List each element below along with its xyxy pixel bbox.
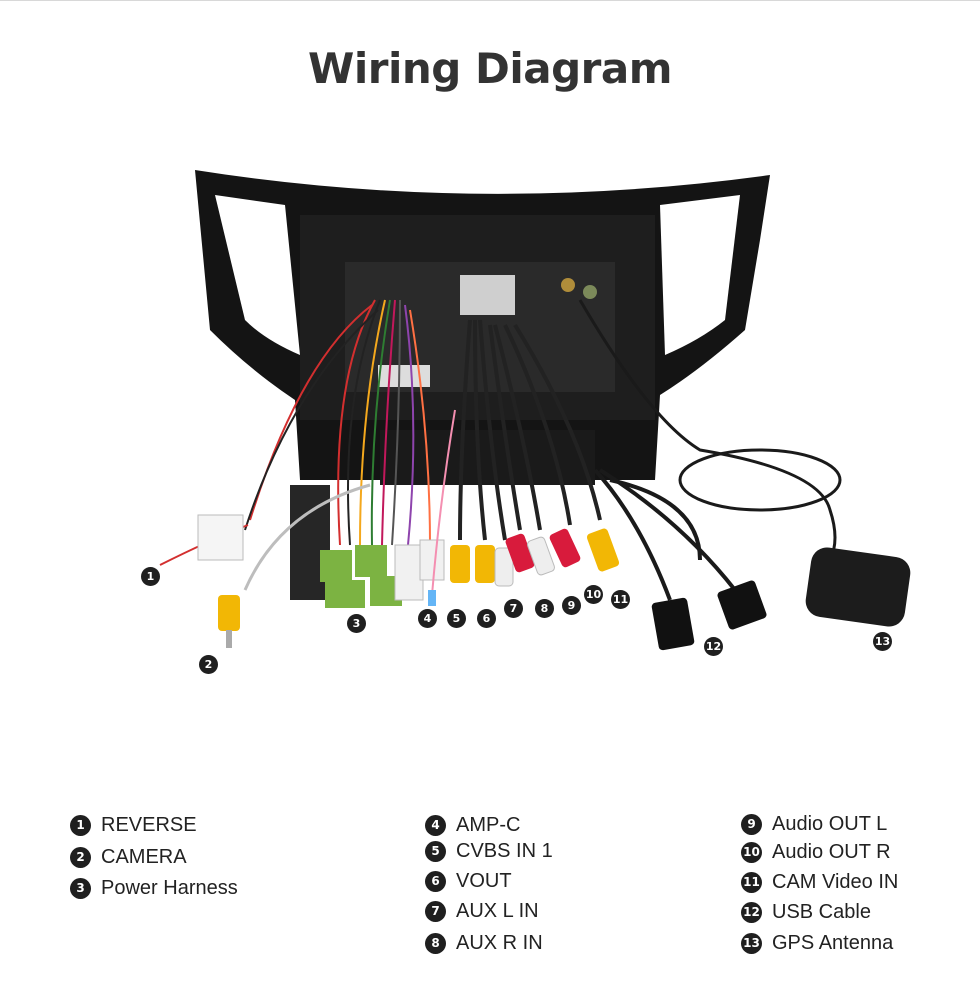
callout-12: 12 xyxy=(704,637,723,656)
legend-item: 11 CAM Video IN xyxy=(741,870,898,894)
legend-number: 11 xyxy=(741,871,762,893)
amp-wire xyxy=(431,409,456,596)
label-sticker xyxy=(378,365,430,387)
legend-label: CVBS IN 1 xyxy=(456,839,553,862)
legend-number: 1 xyxy=(70,814,91,836)
rca-plugs xyxy=(450,528,620,587)
bezel-right-window xyxy=(660,195,740,355)
legend-number: 9 xyxy=(741,813,762,835)
legend-number: 4 xyxy=(425,814,446,836)
legend-label: CAMERA xyxy=(101,845,187,868)
legend-label: AUX R IN xyxy=(456,931,543,954)
legend-item: 2 CAMERA xyxy=(70,845,187,869)
harness-wires xyxy=(244,299,431,546)
legend-label: Audio OUT R xyxy=(772,840,891,863)
rca-cables xyxy=(458,319,602,541)
legend-number: 8 xyxy=(425,932,446,954)
legend-label: AUX L IN xyxy=(456,899,539,922)
antenna-port xyxy=(561,278,575,292)
legend-item: 7 AUX L IN xyxy=(425,899,539,923)
reverse-connector xyxy=(197,514,244,561)
gps-antenna-puck xyxy=(805,547,911,627)
callout-13: 13 xyxy=(873,632,892,651)
callout-8: 8 xyxy=(535,599,554,618)
legend-label: CAM Video IN xyxy=(772,870,899,893)
bezel-left-window xyxy=(215,195,300,355)
head-unit-illustration xyxy=(159,170,911,651)
usb-plug-1 xyxy=(651,597,695,651)
legend-item: 6 VOUT xyxy=(425,869,512,893)
legend-item: 1 REVERSE xyxy=(70,813,197,837)
camera-rca-plug xyxy=(218,595,240,631)
legend-number: 2 xyxy=(70,846,91,868)
legend-number: 5 xyxy=(425,840,446,862)
legend-label: GPS Antenna xyxy=(772,931,894,954)
top-divider xyxy=(0,0,980,1)
callout-7: 7 xyxy=(504,599,523,618)
port-round xyxy=(583,285,597,299)
callout-6: 6 xyxy=(477,609,496,628)
legend-item: 3 Power Harness xyxy=(70,876,238,900)
usb-cables xyxy=(593,468,737,601)
callout-3: 3 xyxy=(347,614,366,633)
legend-label: REVERSE xyxy=(101,813,197,836)
legend-item: 8 AUX R IN xyxy=(425,931,543,955)
page-title: Wiring Diagram xyxy=(308,44,672,93)
legend-item: 9 Audio OUT L xyxy=(741,812,887,836)
legend-number: 3 xyxy=(70,877,91,899)
usb-plug-2 xyxy=(717,580,767,630)
power-connector-block xyxy=(460,275,515,315)
callout-9: 9 xyxy=(562,596,581,615)
legend-item: 10 Audio OUT R xyxy=(741,840,891,864)
legend-label: AMP-C xyxy=(456,813,521,836)
legend-number: 10 xyxy=(741,841,762,863)
legend-item: 5 CVBS IN 1 xyxy=(425,839,553,863)
callout-5: 5 xyxy=(447,609,466,628)
legend-label: Power Harness xyxy=(101,876,238,899)
callout-2: 2 xyxy=(199,655,218,674)
callout-4: 4 xyxy=(418,609,437,628)
legend-number: 6 xyxy=(425,870,446,892)
legend-label: USB Cable xyxy=(772,900,871,923)
callout-10: 10 xyxy=(584,585,603,604)
legend-label: VOUT xyxy=(456,869,512,892)
legend-label: Audio OUT L xyxy=(772,812,888,835)
callout-11: 11 xyxy=(611,590,630,609)
legend-number: 7 xyxy=(425,900,446,922)
callout-1: 1 xyxy=(141,567,160,586)
gps-cable xyxy=(578,299,837,561)
legend-item: 13 GPS Antenna xyxy=(741,931,893,955)
white-connectors xyxy=(394,539,445,601)
gps-cable-coil xyxy=(678,448,842,512)
camera-cable xyxy=(243,483,371,591)
legend-number: 13 xyxy=(741,932,762,954)
legend-number: 12 xyxy=(741,901,762,923)
power-harness-connectors xyxy=(320,545,402,608)
legend-item: 4 AMP-C xyxy=(425,813,520,837)
legend-item: 12 USB Cable xyxy=(741,900,871,924)
